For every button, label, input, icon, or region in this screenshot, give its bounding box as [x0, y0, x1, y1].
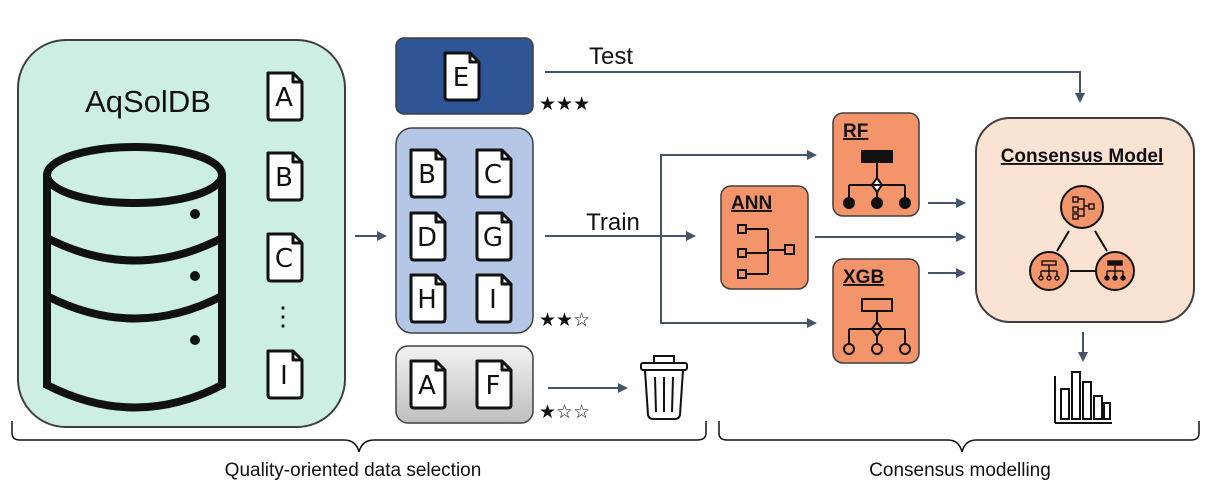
- test-label: Test: [589, 43, 633, 70]
- document-icon: E: [443, 51, 481, 102]
- document-icon: F: [475, 359, 513, 410]
- bar-chart-icon: [1054, 371, 1112, 424]
- svg-text:F: F: [486, 371, 501, 401]
- test-arrow: [545, 71, 1085, 103]
- database-icon: [43, 143, 226, 412]
- database-panel: [17, 39, 346, 428]
- arrow-to-xgb: [660, 236, 817, 328]
- svg-text:C: C: [275, 244, 293, 274]
- tree-icon: [843, 298, 911, 355]
- document-icon: B: [266, 151, 304, 202]
- xgb-label: XGB: [843, 267, 884, 288]
- svg-text:E: E: [453, 63, 469, 93]
- database-title: AqSolDB: [85, 84, 211, 119]
- tree-icon: [843, 150, 911, 209]
- document-icon: D: [409, 211, 447, 262]
- right-caption: Consensus modelling: [869, 460, 1051, 481]
- left-caption: Quality-oriented data selection: [225, 460, 482, 481]
- ellipsis: ⋮: [270, 301, 296, 331]
- train-label: Train: [586, 209, 640, 236]
- consensus-title: Consensus Model: [1001, 146, 1164, 167]
- ann-box: [720, 185, 809, 290]
- document-icon: C: [475, 148, 513, 199]
- svg-text:A: A: [418, 371, 436, 401]
- document-icon: B: [409, 148, 447, 199]
- svg-text:H: H: [417, 285, 437, 315]
- document-icon: H: [409, 273, 447, 324]
- discard-rating: ★☆☆: [539, 401, 590, 423]
- svg-text:C: C: [484, 160, 502, 190]
- document-icon: I: [266, 349, 304, 400]
- document-icon: I: [475, 273, 513, 324]
- trash-icon: [640, 355, 688, 420]
- svg-text:I: I: [489, 285, 497, 315]
- test-rating: ★★★: [539, 93, 590, 115]
- svg-text:D: D: [417, 223, 437, 253]
- svg-text:B: B: [418, 160, 436, 190]
- right-brace: [718, 421, 1200, 453]
- svg-text:A: A: [275, 83, 293, 113]
- ann-label: ANN: [731, 193, 772, 214]
- rf-label: RF: [843, 121, 868, 142]
- document-icon: A: [266, 71, 304, 122]
- ensemble-icon: [1029, 185, 1135, 291]
- tree-icon: [737, 224, 795, 279]
- arrow-to-rf: [660, 150, 817, 236]
- left-brace: [11, 421, 707, 453]
- document-icon: A: [409, 359, 447, 410]
- document-icon: C: [266, 232, 304, 283]
- document-icon: G: [475, 211, 513, 262]
- train-rating: ★★☆: [539, 309, 590, 331]
- svg-text:G: G: [483, 223, 503, 253]
- svg-text:I: I: [280, 361, 288, 391]
- svg-text:B: B: [275, 163, 293, 193]
